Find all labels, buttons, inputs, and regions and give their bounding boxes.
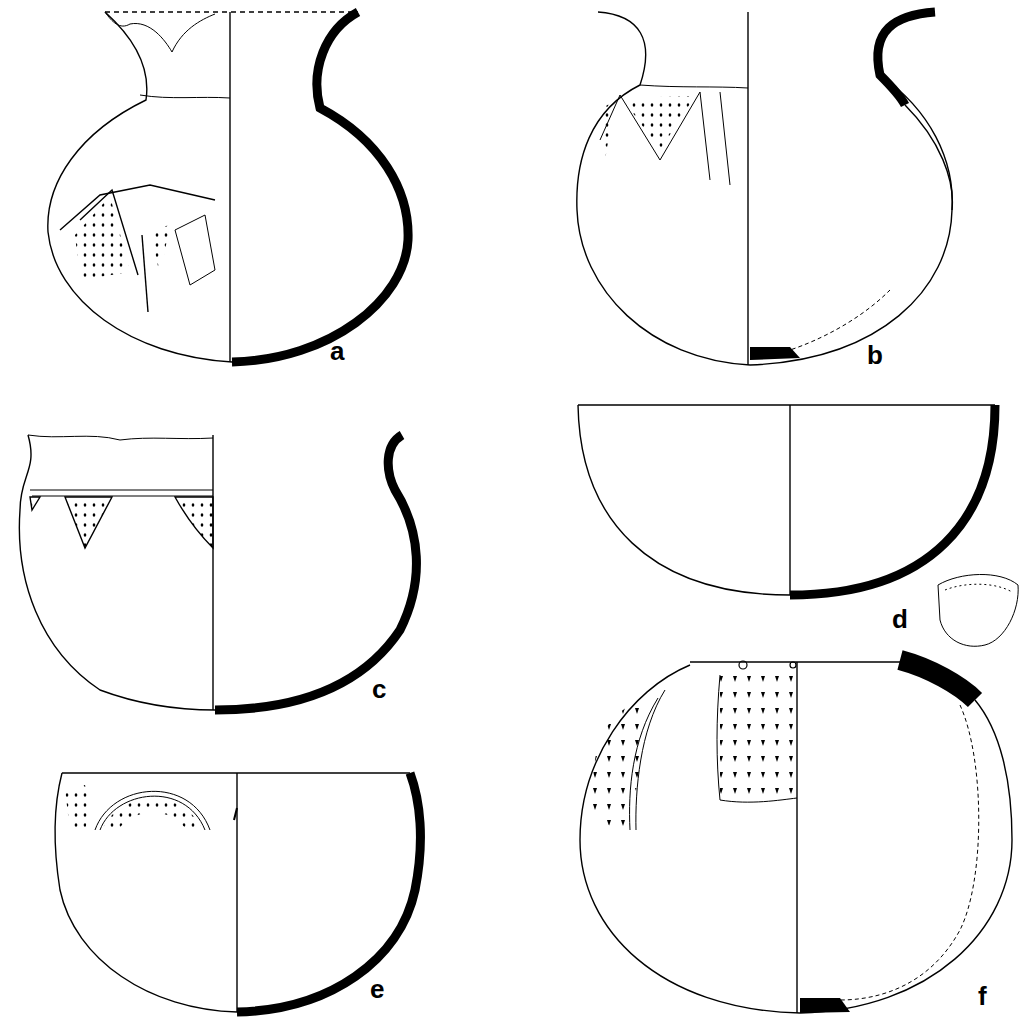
figure-letter: e (370, 976, 384, 1002)
figure-letter: b (867, 342, 883, 368)
vessel-d (578, 405, 1018, 646)
vessel-f (580, 660, 1012, 1013)
vessel-a (48, 12, 408, 362)
figure-letter: f (978, 983, 987, 1009)
vessel-c (19, 435, 416, 710)
figure-letter: c (372, 676, 386, 702)
vessel-e (55, 773, 420, 1012)
vessel-b (577, 12, 953, 365)
figure-letter: a (330, 338, 344, 364)
figure-letter: d (892, 606, 908, 632)
